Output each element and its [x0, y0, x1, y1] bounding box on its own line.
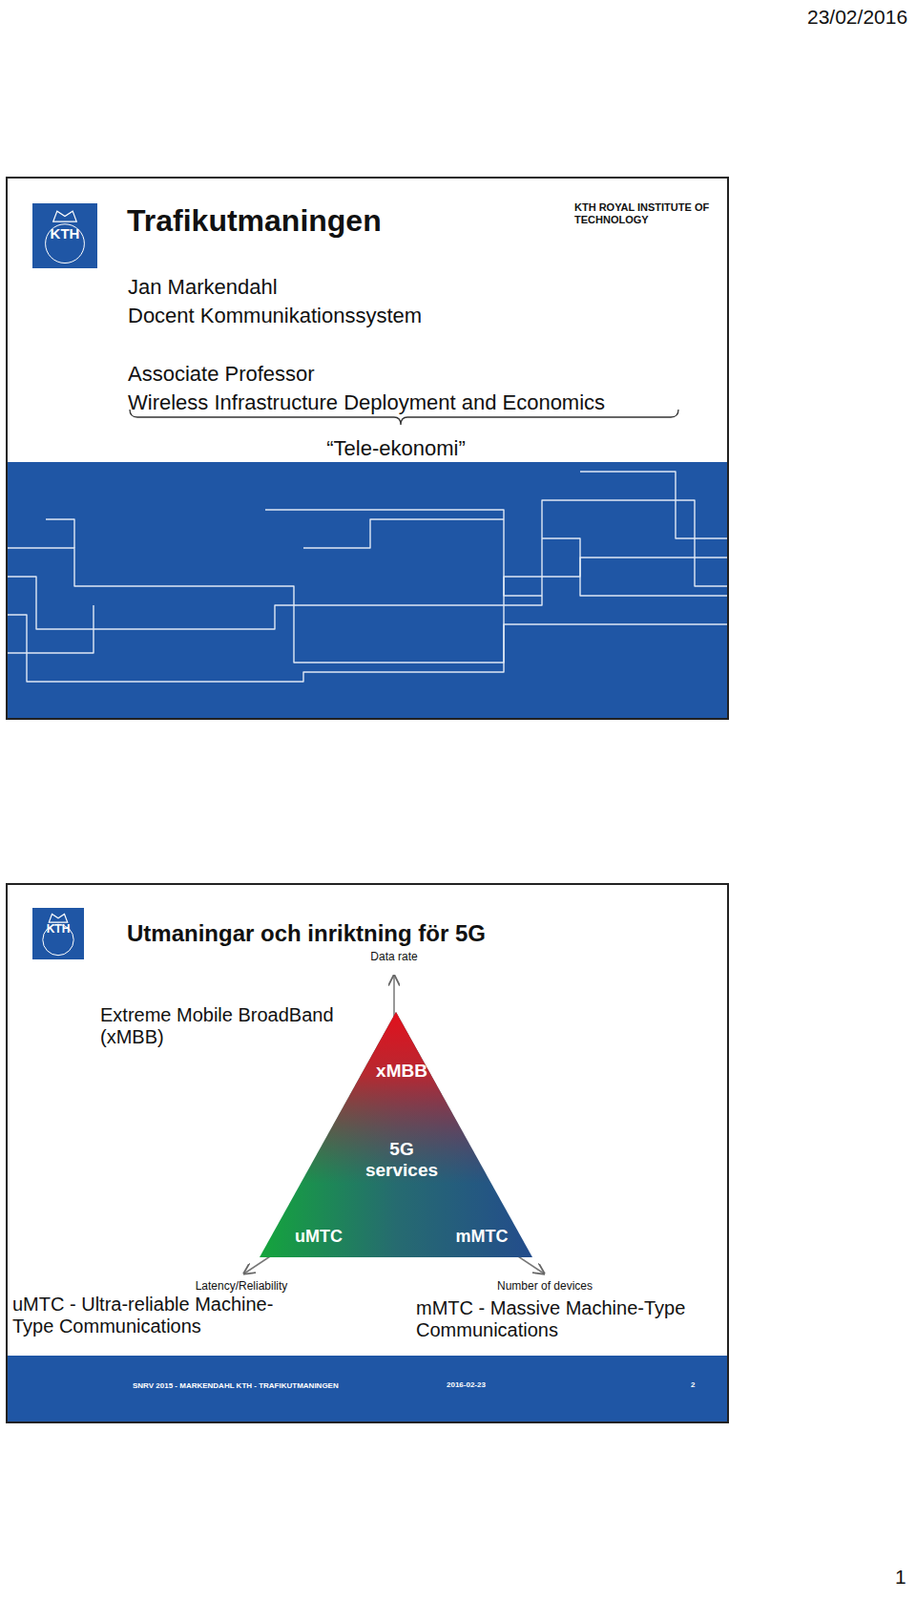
footer-band: [7, 1354, 728, 1421]
footer-date: 2016-02-23: [446, 1379, 486, 1389]
triangle-shape: [259, 1011, 533, 1257]
author-title: Docent Kommunikationssystem: [127, 303, 422, 328]
umtc-description: uMTC - Ultra-reliable Machine-Type Commu…: [12, 1292, 304, 1337]
institute-name: KTH ROYAL INSTITUTE OF TECHNOLOGY: [574, 201, 718, 226]
axis-label: Latency/Reliability: [195, 1279, 289, 1293]
circuit-lines: [7, 461, 728, 718]
blue-band: [7, 461, 728, 718]
service-triangle: xMBB 5G services uMTC mMTC: [259, 1011, 533, 1257]
logo-text: KTH: [46, 922, 71, 937]
slide-title: Trafikutmaningen: [126, 203, 382, 239]
logo-text: KTH: [50, 225, 81, 242]
service-label: uMTC: [280, 1226, 357, 1247]
slide-frame: xMBB 5G services uMTC mMTC Utmaningar och in…: [5, 882, 729, 1423]
service-label: mMTC: [443, 1226, 521, 1247]
xmbb-description: Extreme Mobile BroadBand (xMBB): [100, 1003, 358, 1048]
axis-label: Data rate: [370, 950, 417, 964]
page-number: 1: [895, 1564, 907, 1588]
author-title: Associate Professor: [127, 361, 315, 386]
footer-text: SNRV 2015 - MARKENDAHL KTH - TRAFIKUTMAN…: [132, 1380, 339, 1390]
service-label: xMBB: [353, 1060, 450, 1082]
mmtc-description: mMTC - Massive Machine-Type Communicatio…: [416, 1296, 717, 1341]
field-summary: “Tele-ekonomi”: [326, 436, 466, 460]
author-field: Wireless Infrastructure Deployment and E…: [127, 390, 605, 415]
page-date: 23/02/2016: [807, 5, 908, 29]
author-name: Jan Markendahl: [127, 274, 278, 299]
service-label: 5G services: [353, 1138, 450, 1181]
slide-title: Utmaningar och inriktning för 5G: [126, 919, 486, 947]
slide-number: 2: [690, 1379, 695, 1389]
axis-label: Number of devices: [497, 1279, 593, 1293]
